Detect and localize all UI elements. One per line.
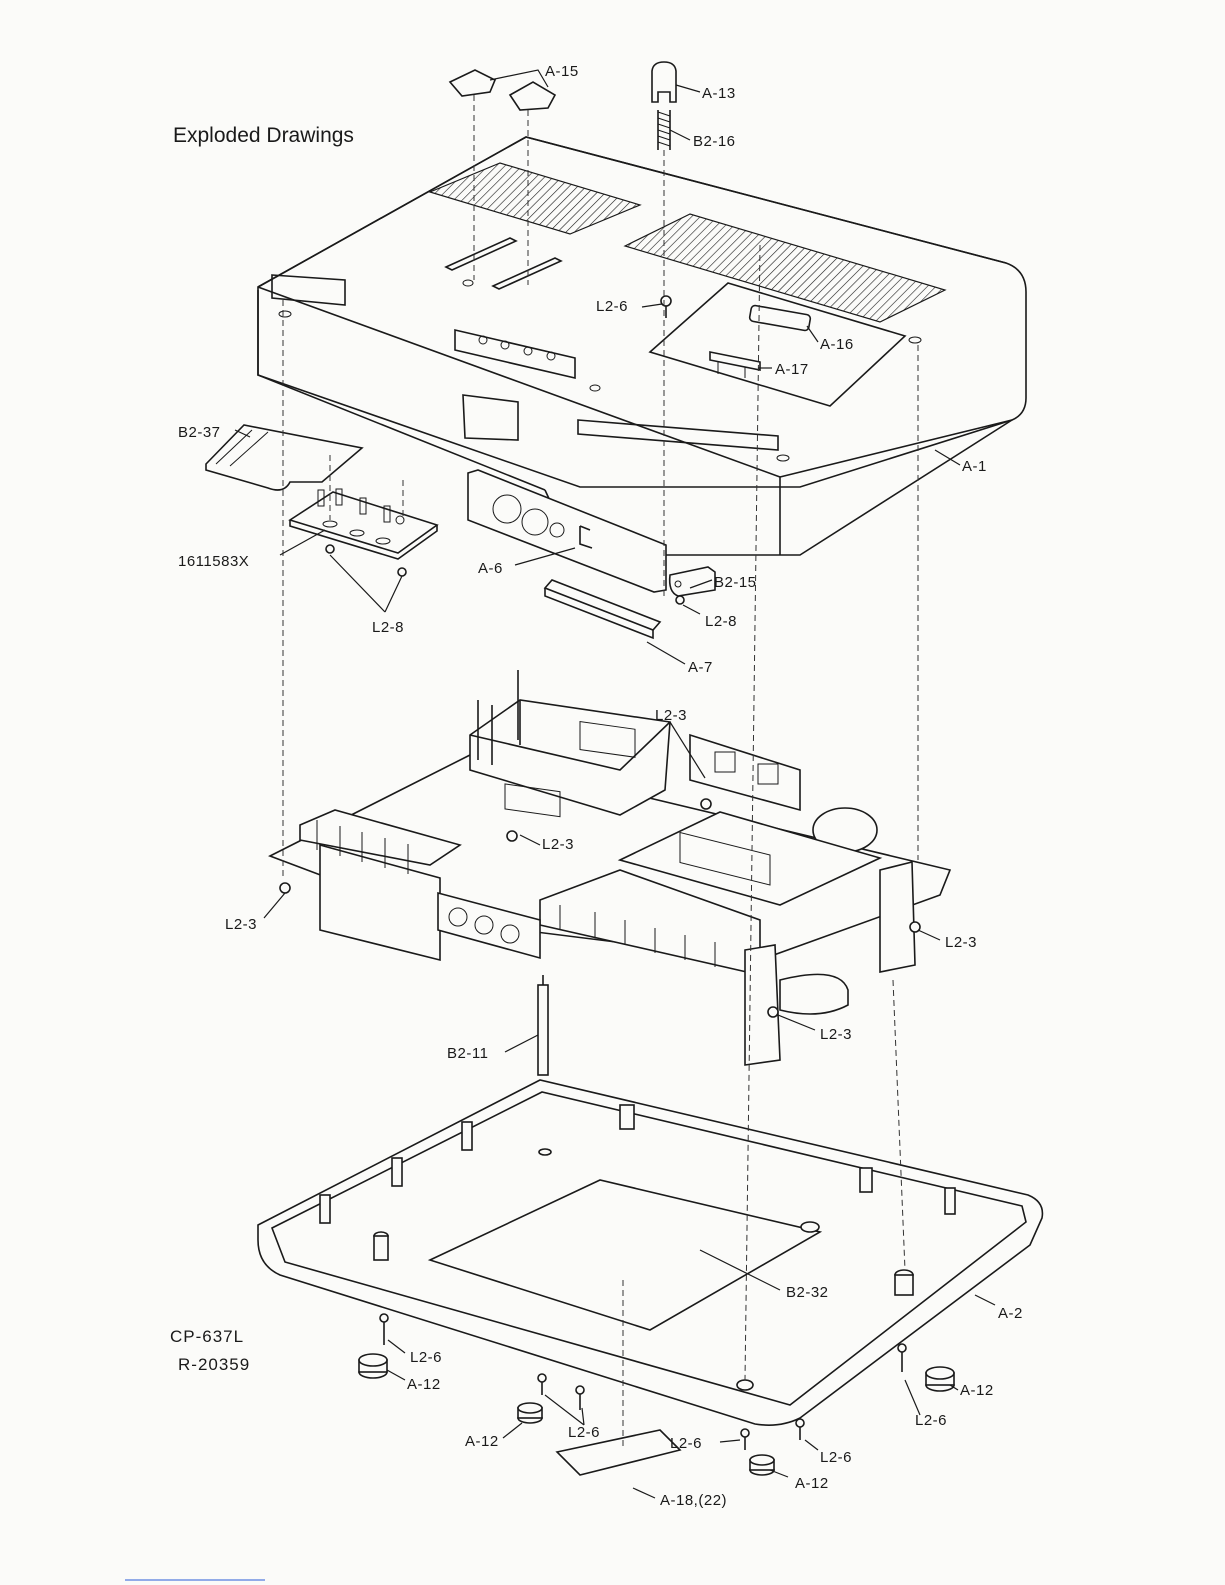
a7-window [545,580,660,638]
model-number: CP-637L [170,1327,244,1346]
label-a7: A-7 [688,659,713,676]
label-a1: A-1 [962,458,987,475]
label-a15: A-15 [545,63,579,80]
label-b2-32: B2-32 [786,1284,829,1301]
label-a2: A-2 [998,1305,1023,1322]
top-case [258,137,1026,555]
main-chassis [270,670,950,1065]
label-a16: A-16 [820,336,854,353]
label-l2-3-left: L2-3 [225,916,257,933]
label-l2-8-left: L2-8 [372,619,404,636]
b2-15-bracket [670,567,715,604]
pcb-board [290,489,437,576]
b2-37-foil-sheet [206,425,362,490]
a15-slider-knobs [450,70,555,110]
label-l2-6-e: L2-6 [915,1412,947,1429]
label-a17: A-17 [775,361,809,378]
foot-a12-center [518,1403,542,1423]
label-l2-8-right: L2-8 [705,613,737,630]
label-a13: A-13 [702,85,736,102]
label-a12-c: A-12 [795,1475,829,1492]
revision-number: R-20359 [178,1355,250,1374]
b2-11-standoff [538,975,548,1075]
label-a12-a: A-12 [407,1376,441,1393]
label-a6: A-6 [478,560,503,577]
foot-a12-right-bottom [750,1455,774,1475]
label-l2-3-mid: L2-3 [542,836,574,853]
label-b2-15: B2-15 [714,574,757,591]
drawing-title: Exploded Drawings [173,124,354,147]
label-l2-6-b: L2-6 [568,1424,600,1441]
label-a12-d: A-12 [960,1382,994,1399]
label-pcb-1611583x: 1611583X [178,553,249,570]
label-l2-3-lower: L2-3 [820,1026,852,1043]
foot-a12-right [926,1367,954,1391]
a13-knob-and-spring [652,62,676,150]
label-b2-37: B2-37 [178,424,221,441]
label-b2-16: B2-16 [693,133,736,150]
label-l2-6-d: L2-6 [820,1449,852,1466]
label-a12-b: A-12 [465,1433,499,1450]
label-l2-6-c: L2-6 [670,1435,702,1452]
label-l2-3-right: L2-3 [945,934,977,951]
label-l2-6-top: L2-6 [596,298,628,315]
label-l2-3-top: L2-3 [655,707,687,724]
label-a18: A-18,(22) [660,1492,727,1509]
label-b2-11: B2-11 [447,1045,488,1062]
label-l2-6-a: L2-6 [410,1349,442,1366]
foot-a12-left [359,1354,387,1378]
